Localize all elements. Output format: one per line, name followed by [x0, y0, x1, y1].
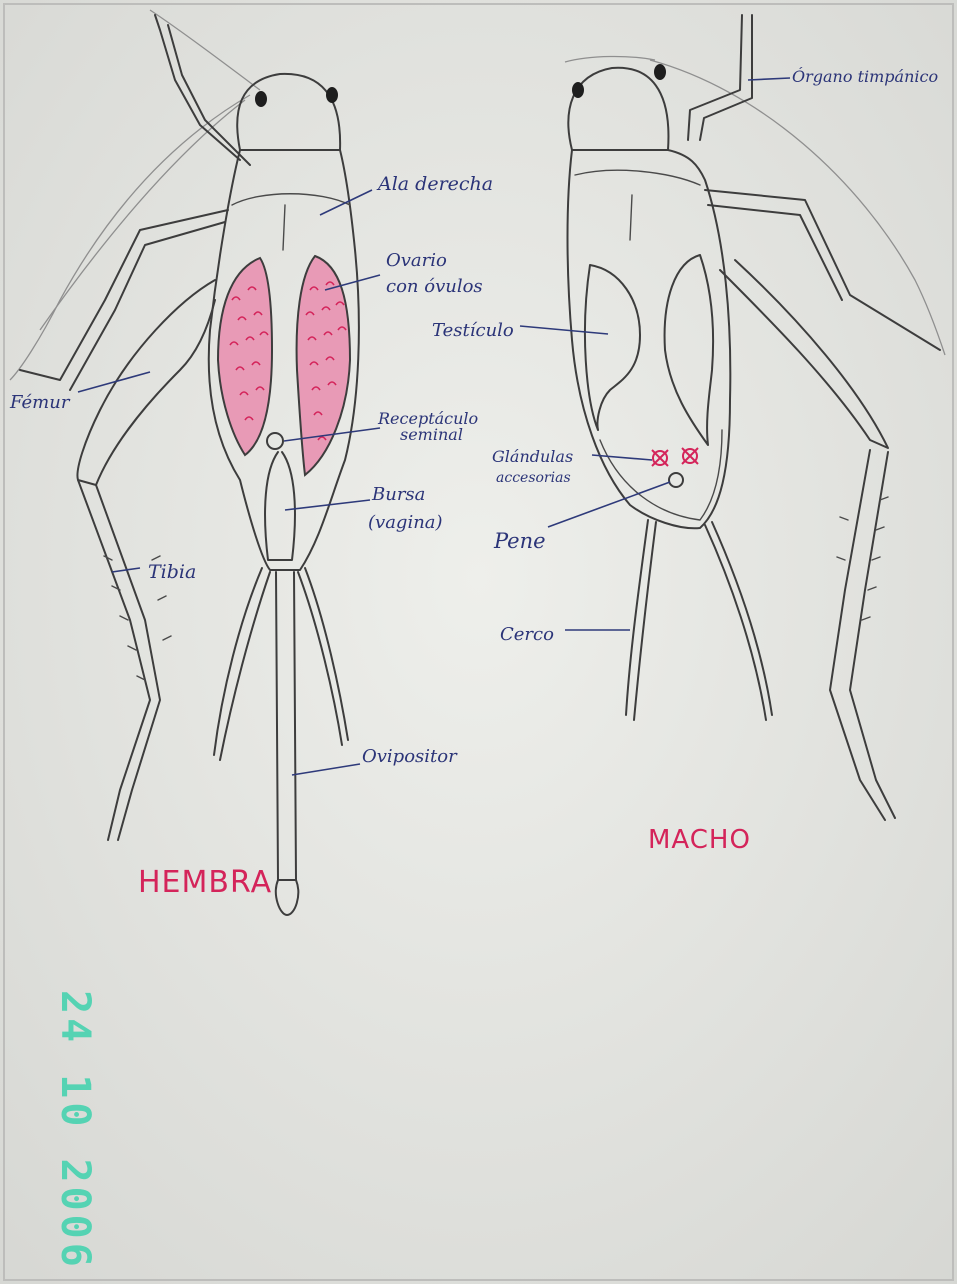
label-bursa-line2: (vagina) — [368, 512, 443, 533]
title-male: MACHO — [648, 825, 751, 855]
male-eye-left — [572, 82, 584, 98]
male-eye-right — [654, 64, 666, 80]
label-glands-line2: accesorias — [496, 470, 571, 486]
label-penis: Pene — [493, 529, 546, 553]
label-ovary-line2: con óvulos — [386, 276, 483, 297]
label-ovipositor: Ovipositor — [362, 746, 458, 767]
label-glands-line1: Glándulas — [492, 447, 573, 466]
label-testis: Testículo — [432, 320, 514, 341]
label-bursa-line1: Bursa — [371, 484, 425, 505]
label-tibia: Tibia — [148, 561, 196, 583]
label-femur: Fémur — [9, 392, 71, 413]
label-ovary-line1: Ovario — [386, 250, 447, 271]
label-cercus: Cerco — [500, 624, 554, 645]
label-receptacle-line2: seminal — [400, 425, 463, 444]
title-female: HEMBRA — [138, 865, 272, 900]
label-tympanic-organ: Órgano timpánico — [792, 66, 938, 86]
female-eye-right — [326, 87, 338, 103]
date-stamp: 24 10 2006 — [52, 990, 98, 1271]
label-right-wing: Ala derecha — [376, 173, 493, 195]
female-eye-left — [255, 91, 267, 107]
